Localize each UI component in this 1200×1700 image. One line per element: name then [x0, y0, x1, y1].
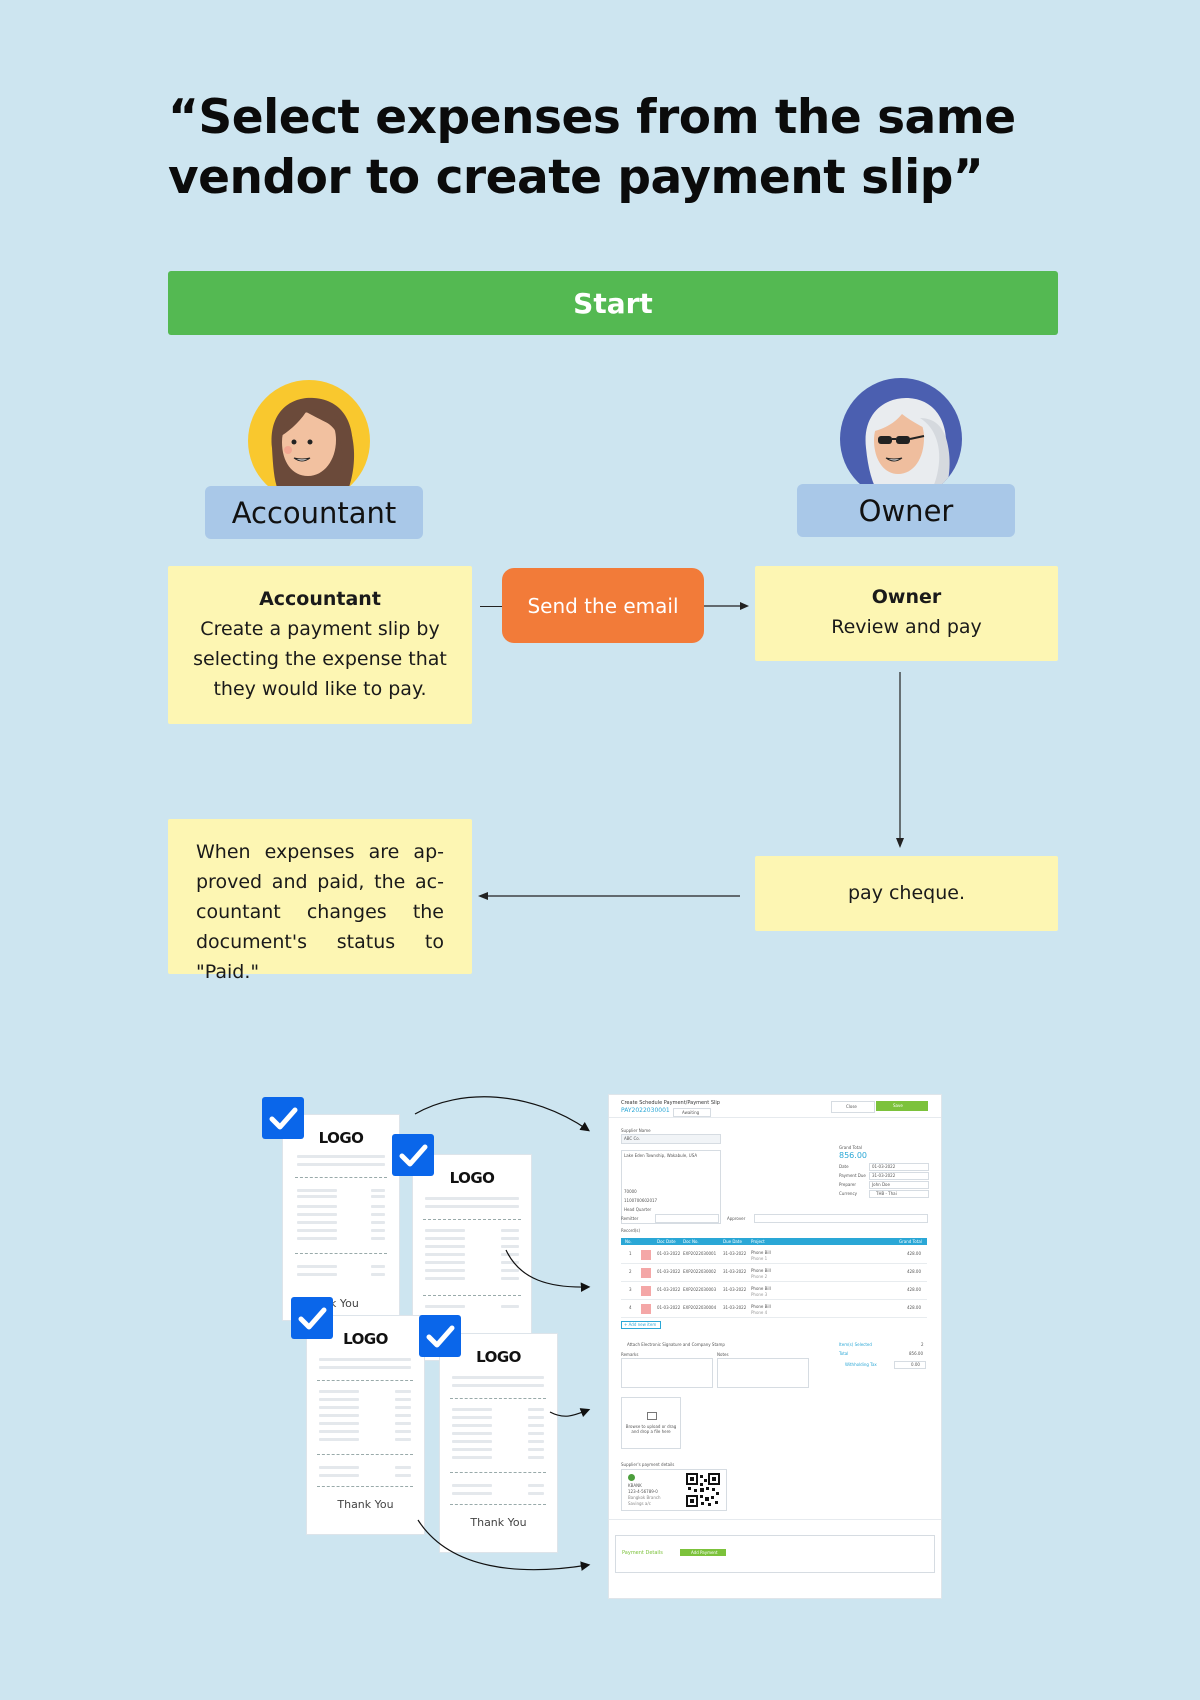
form-status-badge: Awaiting: [673, 1108, 711, 1117]
payment-due-field[interactable]: 31-03-2022: [869, 1172, 929, 1180]
accountant-step-title: Accountant: [259, 588, 381, 610]
upload-dropzone[interactable]: Browse to upload or drag and drop a file…: [621, 1397, 681, 1449]
receipt-arrows: [414, 1096, 591, 1571]
owner-step-note: Owner Review and pay: [755, 566, 1058, 661]
receipt-thumb-icon: [641, 1286, 651, 1296]
receipt-4: LOGO Thank You: [440, 1334, 557, 1552]
table-row[interactable]: 4 01-03-2022 EXP2022030004 31-03-2022 Ph…: [621, 1301, 927, 1318]
owner-avatar-icon: [840, 378, 962, 500]
paid-status-text: When expenses are ap­proved and paid, th…: [196, 841, 444, 983]
upload-icon: [647, 1412, 657, 1420]
connector-accountant-email: [480, 606, 502, 607]
address-field[interactable]: Lake Eden Township, Wakabule, USA 70000 …: [621, 1150, 721, 1224]
receipt-thanks: Thank You: [470, 1516, 527, 1529]
date-field[interactable]: 01-03-2022: [869, 1163, 929, 1171]
notes-field[interactable]: [717, 1358, 809, 1388]
pay-cheque-note: pay cheque.: [755, 856, 1058, 931]
checkbox-checked-icon[interactable]: [291, 1297, 333, 1339]
form-doc-number: PAY2022030001: [621, 1107, 670, 1114]
remitter-field[interactable]: [655, 1214, 719, 1223]
checkbox-checked-icon[interactable]: [419, 1315, 461, 1357]
grand-total-value: 856.00: [839, 1151, 867, 1160]
form-title: Create Schedule Payment/Payment Slip: [621, 1100, 720, 1106]
table-row[interactable]: 2 01-03-2022 EXP2022030002 31-03-2022 Ph…: [621, 1265, 927, 1282]
receipt-logo: LOGO: [318, 1129, 364, 1147]
connector-owner-paycheque: [896, 672, 904, 848]
supplier-name-field[interactable]: ABC Co.: [621, 1134, 721, 1144]
table-row[interactable]: 1 01-03-2022 EXP2022030001 31-03-2022 Ph…: [621, 1247, 927, 1264]
table-row[interactable]: 3 01-03-2022 EXP2022030003 31-03-2022 Ph…: [621, 1283, 927, 1300]
bank-details-card: KBANK 123-4-56789-0 Bangkok Branch Savin…: [621, 1469, 727, 1511]
checkbox-checked-icon[interactable]: [392, 1134, 434, 1176]
owner-step-body: Review and pay: [831, 616, 982, 638]
receipt-3: LOGO Thank You: [307, 1316, 424, 1534]
payment-details-section: Payment Details Add Payment: [615, 1535, 935, 1573]
connector-paycheque-paid: [478, 892, 740, 900]
start-node: Start: [168, 271, 1058, 335]
owner-role-text: Owner: [858, 493, 954, 528]
paid-status-note: When expenses are ap­proved and paid, th…: [168, 819, 472, 983]
accountant-step-body: Create a payment slip by se­lecting the …: [193, 618, 447, 700]
add-payment-button[interactable]: Add Payment: [680, 1549, 726, 1556]
owner-role-label: Owner: [797, 484, 1015, 537]
currency-field[interactable]: THB - Thai: [869, 1190, 929, 1198]
receipt-1: LOGO nk You: [283, 1115, 399, 1320]
receipt-logo: LOGO: [476, 1348, 521, 1366]
receipt-logo: LOGO: [343, 1330, 388, 1348]
start-label: Start: [573, 286, 653, 320]
page-title: “Select expenses from the same vendor to…: [168, 90, 1016, 205]
approver-field[interactable]: [754, 1214, 928, 1223]
send-email-label: Send the email: [527, 593, 679, 618]
qr-code-icon: [686, 1473, 720, 1507]
receipt-thumb-icon: [641, 1268, 651, 1278]
bank-logo-icon: [628, 1474, 635, 1481]
payment-slip-form: Create Schedule Payment/Payment Slip PAY…: [609, 1095, 941, 1598]
receipt-logo: LOGO: [449, 1169, 495, 1187]
receipt-thumb-icon: [641, 1250, 651, 1260]
accountant-role-text: Accountant: [231, 495, 397, 530]
owner-step-title: Owner: [871, 586, 942, 608]
checkbox-checked-icon[interactable]: [262, 1097, 304, 1139]
connector-email-owner: [704, 602, 749, 610]
preparer-field[interactable]: John Doe: [869, 1181, 929, 1189]
withholding-field[interactable]: 0.00: [894, 1361, 926, 1369]
send-email-step: Send the email: [502, 568, 704, 643]
accountant-avatar-icon: [248, 380, 370, 502]
save-button[interactable]: Save: [876, 1101, 928, 1111]
items-table-header: No. Doc Date Doc No. Due Date Project Gr…: [621, 1238, 927, 1245]
add-item-button[interactable]: + Add new item: [621, 1321, 661, 1329]
receipt-thanks: Thank You: [337, 1498, 394, 1511]
close-button[interactable]: Close: [831, 1101, 875, 1113]
receipt-thumb-icon: [641, 1304, 651, 1314]
pay-cheque-text: pay cheque.: [848, 882, 965, 904]
remarks-field[interactable]: [621, 1358, 713, 1388]
accountant-role-label: Accountant: [205, 486, 423, 539]
accountant-step-note: Accountant Create a payment slip by se­l…: [168, 566, 472, 724]
